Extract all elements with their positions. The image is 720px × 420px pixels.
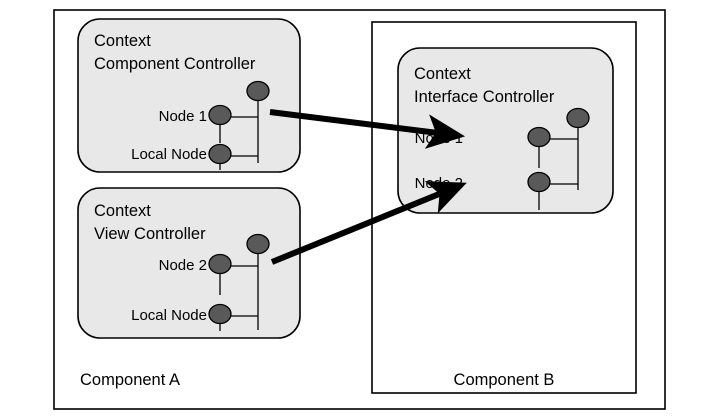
context-view-controller-bus-cap-node-icon[interactable] — [246, 233, 270, 255]
context-component-controller-title-line1: Context — [94, 32, 151, 50]
context-component-controller-node-1-icon[interactable] — [208, 143, 232, 165]
context-interface-controller-node-1-label: Node 2 — [415, 175, 463, 192]
context-view-controller-node-1-icon[interactable] — [208, 303, 232, 325]
context-component-controller-title-line2: Component Controller — [94, 55, 256, 73]
context-view-controller-node-0-icon[interactable] — [208, 253, 232, 275]
context-interface-controller-title-line1: Context — [414, 65, 471, 83]
component-a-label: Component A — [80, 371, 180, 389]
context-component-controller-node-0-icon[interactable] — [208, 104, 232, 126]
component-b-label: Component B — [454, 371, 555, 389]
context-interface-controller-node-1-icon[interactable] — [527, 171, 551, 193]
context-view-controller-box[interactable] — [77, 187, 301, 339]
component-labels-layer: Component A Component B — [80, 371, 554, 389]
context-view-controller-title-line2: View Controller — [94, 225, 206, 243]
context-view-controller-title-line1: Context — [94, 202, 151, 220]
context-view-controller-node-1-label: Local Node — [131, 307, 207, 324]
context-component-controller-bus-cap-node-icon[interactable] — [246, 80, 270, 102]
context-interface-controller-node-0-icon[interactable] — [527, 126, 551, 148]
arrow-view-to-interface-node2[interactable] — [270, 181, 467, 265]
context-component-controller-node-1-label: Local Node — [131, 146, 207, 163]
context-component-controller-node-0-label: Node 1 — [159, 108, 207, 125]
context-view-controller-node-0-label: Node 2 — [159, 257, 207, 274]
context-interface-controller-bus-cap-node-icon[interactable] — [566, 107, 590, 129]
arrows-layer — [269, 109, 467, 265]
context-component-controller-box[interactable] — [77, 18, 301, 173]
arrow-component-to-interface-node1[interactable] — [269, 109, 466, 149]
context-interface-controller-title-line2: Interface Controller — [414, 88, 555, 106]
